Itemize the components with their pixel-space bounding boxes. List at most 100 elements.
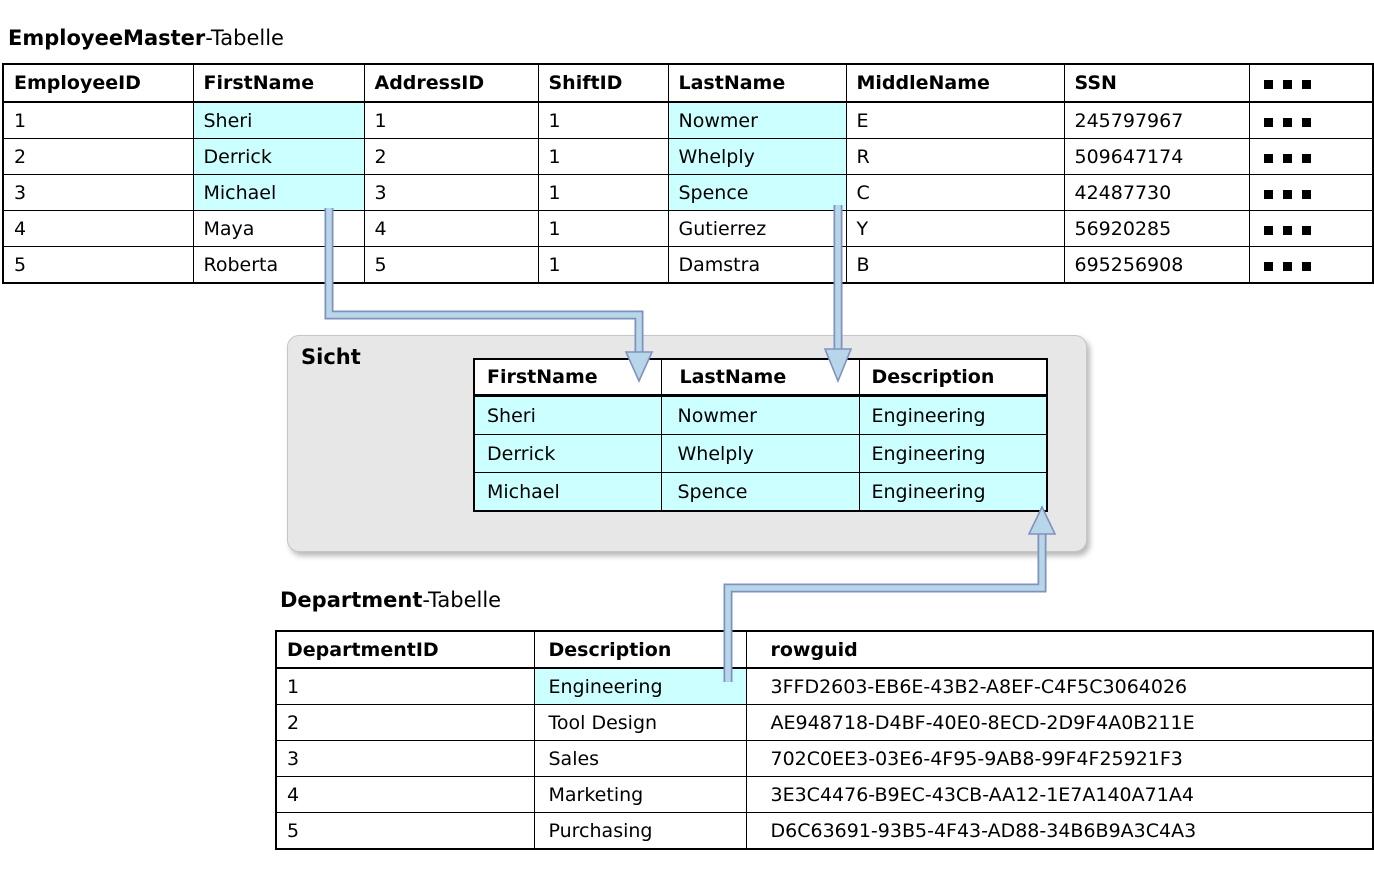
employee-table-title: EmployeeMaster-Tabelle <box>8 26 284 50</box>
cell-middlename: R <box>845 138 1065 175</box>
cell-description-highlighted: Engineering <box>858 434 1048 473</box>
cell-description-highlighted: Engineering <box>858 395 1048 435</box>
cell-middlename: C <box>845 174 1065 211</box>
cell-departmentid: 3 <box>275 740 535 777</box>
more-columns-icon <box>1260 80 1311 89</box>
cell-rowguid: 3E3C4476-B9EC-43CB-AA12-1E7A140A71A4 <box>745 776 1374 813</box>
cell-employeeid: 4 <box>2 210 194 247</box>
employee-header-row: EmployeeID FirstName AddressID ShiftID L… <box>2 63 1374 103</box>
cell-middlename: B <box>845 246 1065 284</box>
table-row: 4 Maya 4 1 Gutierrez Y 56920285 <box>2 210 1374 247</box>
col-header-departmentid: DepartmentID <box>275 630 535 669</box>
cell-ssn: 695256908 <box>1063 246 1250 284</box>
department-header-row: DepartmentID Description rowguid <box>275 630 1374 669</box>
cell-rowguid: 3FFD2603-EB6E-43B2-A8EF-C4F5C3064026 <box>745 667 1374 705</box>
cell-lastname-highlighted: Spence <box>660 472 860 512</box>
table-row: 5 Roberta 5 1 Damstra B 695256908 <box>2 246 1374 284</box>
cell-addressid: 5 <box>363 246 539 284</box>
employee-table-title-bold: EmployeeMaster <box>8 26 206 50</box>
col-header-description: Description <box>533 630 747 669</box>
more-columns-icon <box>1260 153 1311 163</box>
cell-shiftid: 1 <box>537 210 669 247</box>
col-header-firstname: FirstName <box>192 63 365 103</box>
cell-departmentid: 4 <box>275 776 535 813</box>
cell-rowguid: AE948718-D4BF-40E0-8ECD-2D9F4A0B211E <box>745 704 1374 741</box>
more-columns-icon <box>1260 117 1311 127</box>
cell-shiftid: 1 <box>537 174 669 211</box>
cell-ssn: 56920285 <box>1063 210 1250 247</box>
col-header-addressid: AddressID <box>363 63 539 103</box>
cell-firstname: Maya <box>192 210 365 247</box>
cell-firstname-highlighted: Derrick <box>192 138 365 175</box>
employee-master-table: EmployeeID FirstName AddressID ShiftID L… <box>2 63 1374 284</box>
cell-ssn: 42487730 <box>1063 174 1250 211</box>
cell-more <box>1248 210 1374 247</box>
cell-lastname-highlighted: Spence <box>667 174 847 211</box>
table-row: 1 Engineering 3FFD2603-EB6E-43B2-A8EF-C4… <box>275 667 1374 705</box>
cell-shiftid: 1 <box>537 138 669 175</box>
col-header-lastname: LastName <box>660 358 860 397</box>
table-row: 2 Tool Design AE948718-D4BF-40E0-8ECD-2D… <box>275 704 1374 741</box>
cell-lastname-highlighted: Whelply <box>660 434 860 473</box>
cell-lastname-highlighted: Nowmer <box>660 395 860 435</box>
cell-addressid: 4 <box>363 210 539 247</box>
cell-addressid: 2 <box>363 138 539 175</box>
table-row: Michael Spence Engineering <box>473 472 1048 512</box>
cell-more <box>1248 101 1374 139</box>
more-columns-icon <box>1260 189 1311 199</box>
col-header-firstname: FirstName <box>473 358 662 397</box>
cell-description: Purchasing <box>533 812 747 850</box>
cell-employeeid: 5 <box>2 246 194 284</box>
table-row: Derrick Whelply Engineering <box>473 434 1048 473</box>
cell-firstname-highlighted: Sheri <box>192 101 365 139</box>
cell-firstname-highlighted: Michael <box>192 174 365 211</box>
col-header-employeeid: EmployeeID <box>2 63 194 103</box>
cell-shiftid: 1 <box>537 246 669 284</box>
cell-lastname: Gutierrez <box>667 210 847 247</box>
cell-description: Sales <box>533 740 747 777</box>
cell-ssn: 509647174 <box>1063 138 1250 175</box>
cell-firstname-highlighted: Michael <box>473 472 662 512</box>
table-row: 4 Marketing 3E3C4476-B9EC-43CB-AA12-1E7A… <box>275 776 1374 813</box>
cell-employeeid: 1 <box>2 101 194 139</box>
cell-middlename: Y <box>845 210 1065 247</box>
cell-description: Tool Design <box>533 704 747 741</box>
department-table-title: Department-Tabelle <box>280 588 501 612</box>
col-header-rowguid: rowguid <box>745 630 1374 669</box>
cell-rowguid: D6C63691-93B5-4F43-AD88-34B6B9A3C4A3 <box>745 812 1374 850</box>
cell-firstname-highlighted: Sheri <box>473 395 662 435</box>
col-header-ssn: SSN <box>1063 63 1250 103</box>
department-table-title-suffix: -Tabelle <box>422 588 502 612</box>
table-row: 5 Purchasing D6C63691-93B5-4F43-AD88-34B… <box>275 812 1374 850</box>
cell-firstname-highlighted: Derrick <box>473 434 662 473</box>
view-header-row: FirstName LastName Description <box>473 358 1048 397</box>
cell-more <box>1248 246 1374 284</box>
cell-shiftid: 1 <box>537 101 669 139</box>
cell-lastname-highlighted: Nowmer <box>667 101 847 139</box>
cell-addressid: 1 <box>363 101 539 139</box>
col-header-middlename: MiddleName <box>845 63 1065 103</box>
cell-ssn: 245797967 <box>1063 101 1250 139</box>
cell-description-highlighted: Engineering <box>533 667 747 705</box>
more-columns-icon <box>1260 261 1311 271</box>
col-header-more <box>1248 63 1374 103</box>
department-table-title-bold: Department <box>280 588 423 612</box>
cell-more <box>1248 138 1374 175</box>
cell-more <box>1248 174 1374 211</box>
cell-description-highlighted: Engineering <box>858 472 1048 512</box>
cell-departmentid: 5 <box>275 812 535 850</box>
cell-employeeid: 3 <box>2 174 194 211</box>
cell-departmentid: 1 <box>275 667 535 705</box>
table-row: 2 Derrick 2 1 Whelply R 509647174 <box>2 138 1374 175</box>
department-table: DepartmentID Description rowguid 1 Engin… <box>275 630 1374 850</box>
cell-description: Marketing <box>533 776 747 813</box>
more-columns-icon <box>1260 225 1311 235</box>
cell-firstname: Roberta <box>192 246 365 284</box>
cell-departmentid: 2 <box>275 704 535 741</box>
table-row: 3 Michael 3 1 Spence C 42487730 <box>2 174 1374 211</box>
cell-employeeid: 2 <box>2 138 194 175</box>
employee-table-title-suffix: -Tabelle <box>205 26 284 50</box>
view-result-table: FirstName LastName Description Sheri Now… <box>473 358 1048 512</box>
cell-lastname-highlighted: Whelply <box>667 138 847 175</box>
